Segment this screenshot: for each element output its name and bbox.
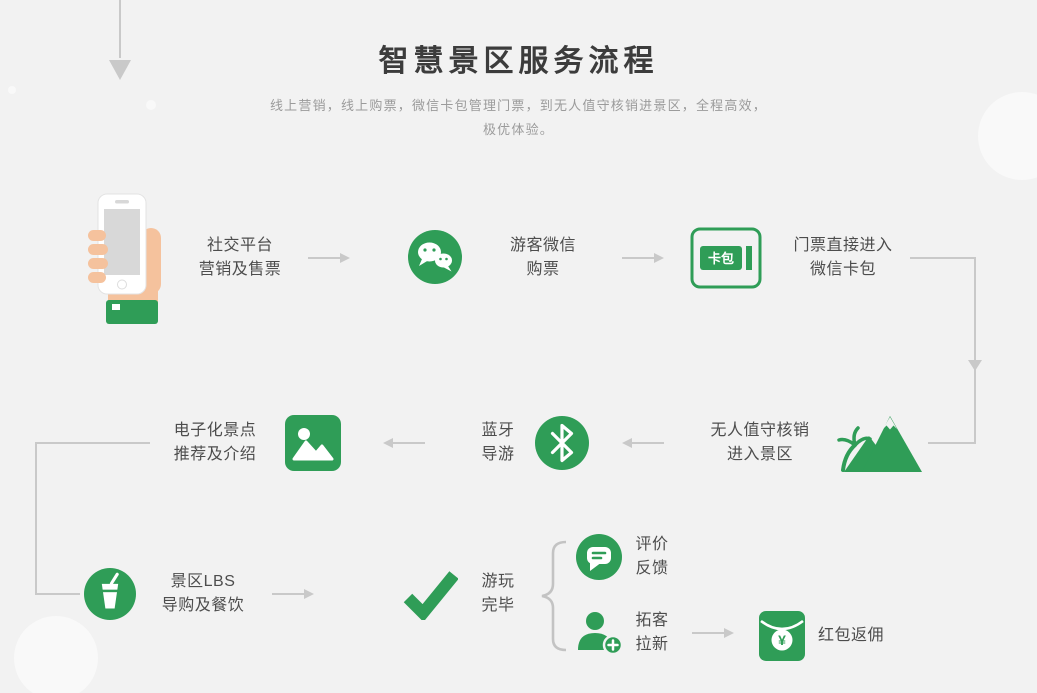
flow-arrow-right-icon xyxy=(622,252,664,264)
picture-icon xyxy=(285,415,341,471)
decor-dot xyxy=(146,100,156,110)
step-label-redpacket: 红包返佣 xyxy=(818,627,885,644)
scenic-mountain-icon xyxy=(837,416,922,472)
down-arrow-icon xyxy=(968,360,982,371)
comment-bubble-icon xyxy=(576,534,622,580)
flow-arrow-right-icon xyxy=(272,588,314,600)
connector-left-bottom xyxy=(35,593,80,595)
drink-cup-icon xyxy=(84,568,136,620)
step-label-review: 评价 反馈 xyxy=(635,536,669,577)
connector-right-vertical xyxy=(974,257,976,443)
step-label-card-pack: 门票直接进入 微信卡包 xyxy=(793,237,893,278)
bluetooth-icon xyxy=(535,416,589,470)
decor-circle xyxy=(14,616,98,693)
step-label-wechat-buy: 游客微信 购票 xyxy=(509,237,576,278)
flow-arrow-right-icon xyxy=(692,627,734,639)
connector-left-top xyxy=(35,442,150,444)
step-label-unmanned: 无人值守核销 进入景区 xyxy=(710,422,810,463)
hand-phone-icon xyxy=(88,193,161,324)
connector-right-bottom xyxy=(928,442,976,444)
checkmark-icon xyxy=(403,571,458,620)
step-label-social: 社交平台 营销及售票 xyxy=(198,237,282,278)
step-label-lbs: 景区LBS 导购及餐饮 xyxy=(161,573,245,614)
wechat-icon xyxy=(408,230,462,284)
page-title: 智慧景区服务流程 xyxy=(378,45,659,78)
card-pack-icon: 卡包 xyxy=(690,227,762,289)
flow-start-line xyxy=(119,0,121,58)
page-subtitle: 线上营销，线上购票，微信卡包管理门票，到无人值守核销进景区，全程高效， 极优体验… xyxy=(269,98,767,137)
flow-arrow-left-icon xyxy=(622,437,664,449)
add-user-icon xyxy=(578,612,624,656)
step-label-escenic: 电子化景点 推荐及介绍 xyxy=(173,422,257,463)
flow-arrow-right-icon xyxy=(308,252,350,264)
step-label-done: 游玩 完毕 xyxy=(481,573,515,614)
card-pack-text: 卡包 xyxy=(708,251,734,266)
step-label-bluetooth: 蓝牙 导游 xyxy=(481,422,515,463)
connector-right-top xyxy=(910,257,975,259)
brace-split-icon xyxy=(541,540,566,652)
yuan-symbol: ¥ xyxy=(778,632,786,648)
flow-arrow-left-icon xyxy=(383,437,425,449)
red-packet-icon: ¥ xyxy=(759,611,805,661)
step-label-referral: 拓客 拉新 xyxy=(635,612,669,653)
connector-left-vertical xyxy=(35,442,37,594)
down-arrow-icon xyxy=(109,60,131,80)
decor-dot xyxy=(8,86,16,94)
